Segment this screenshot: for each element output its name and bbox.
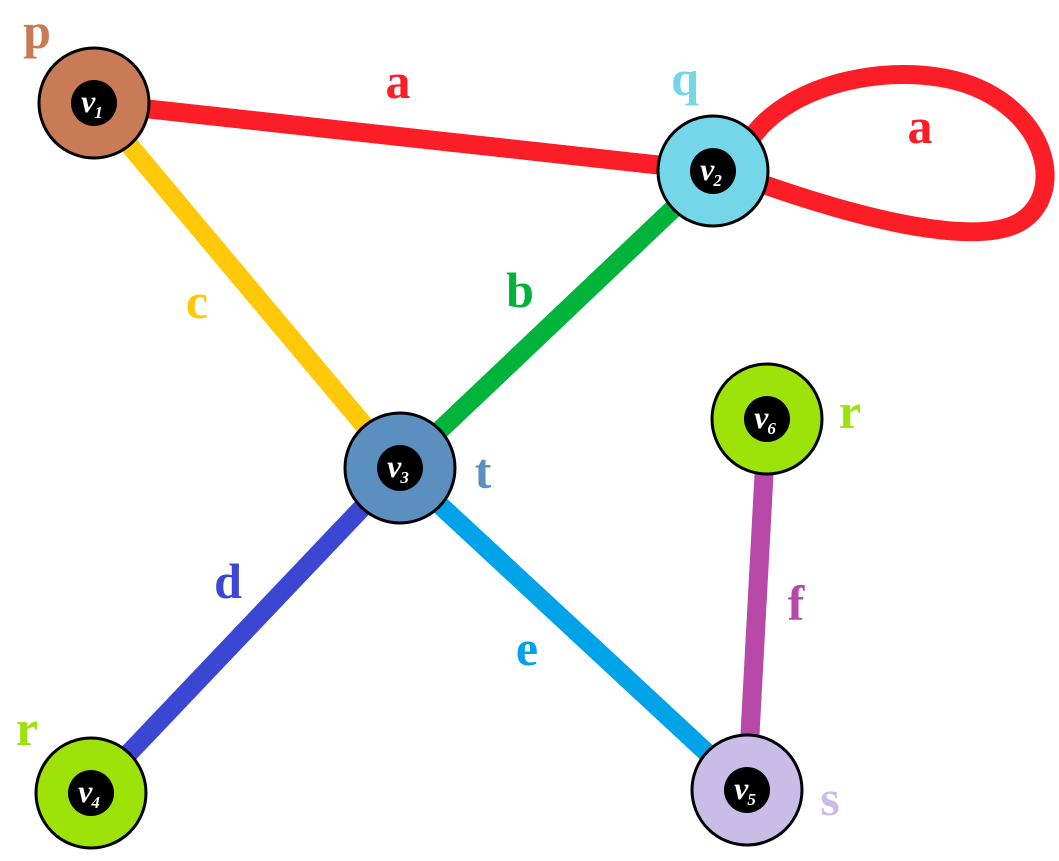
node-name-letter: v [734,770,749,806]
node-name-v1: v1 [81,83,103,122]
edge-label-a2: a [908,98,933,154]
node-name-letter: v [387,448,402,484]
node-name-letter: v [700,151,715,187]
node-v1: v1 [37,46,151,160]
node-label-v2: q [671,50,699,106]
node-name-letter: v [81,83,96,119]
node-name-subscript: 2 [712,171,722,190]
node-labels-layer: p q t r s r [16,3,861,826]
node-label-v1: p [23,3,51,59]
edge-e [393,461,754,797]
edge-label-a1: a [386,53,411,109]
edge-label-d: d [214,553,242,609]
edge-c [86,96,408,475]
node-label-v6: r [839,383,861,439]
node-v4: v4 [34,736,148,850]
edge-a1 [92,93,715,181]
node-core-v2 [690,148,736,194]
edge-f [737,418,777,791]
node-core-v6 [744,396,790,442]
edge-d [84,461,407,800]
node-v5: v5 [690,733,804,847]
node-v6: v6 [710,362,824,476]
node-name-subscript: 3 [399,468,409,487]
node-label-v3: t [475,443,492,499]
node-label-v4: r [16,700,38,756]
node-v2: v2 [656,114,770,228]
node-name-letter: v [754,399,769,435]
node-name-subscript: 4 [90,793,100,812]
edge-label-f: f [788,575,806,631]
edges-layer [84,64,1055,800]
node-name-v4: v4 [78,773,100,812]
edge-b [393,164,720,475]
node-core-v5 [724,767,770,813]
node-name-v2: v2 [700,151,722,190]
node-core-v3 [377,445,423,491]
node-name-v6: v6 [754,399,776,438]
node-v3: v3 [343,411,457,525]
edge-labels-layer: a a b c d e f [186,53,933,676]
node-name-v5: v5 [734,770,756,809]
node-name-subscript: 5 [747,790,756,809]
node-label-v5: s [820,770,839,826]
node-name-subscript: 1 [94,103,103,122]
node-name-v3: v3 [387,448,409,487]
edge-a2 [740,64,1055,242]
edge-label-e: e [516,620,538,676]
edge-label-b: b [506,262,534,318]
node-core-v1 [71,80,117,126]
node-name-subscript: 6 [767,419,776,438]
node-core-v4 [68,770,114,816]
node-name-letter: v [78,773,93,809]
edge-label-c: c [186,273,208,329]
